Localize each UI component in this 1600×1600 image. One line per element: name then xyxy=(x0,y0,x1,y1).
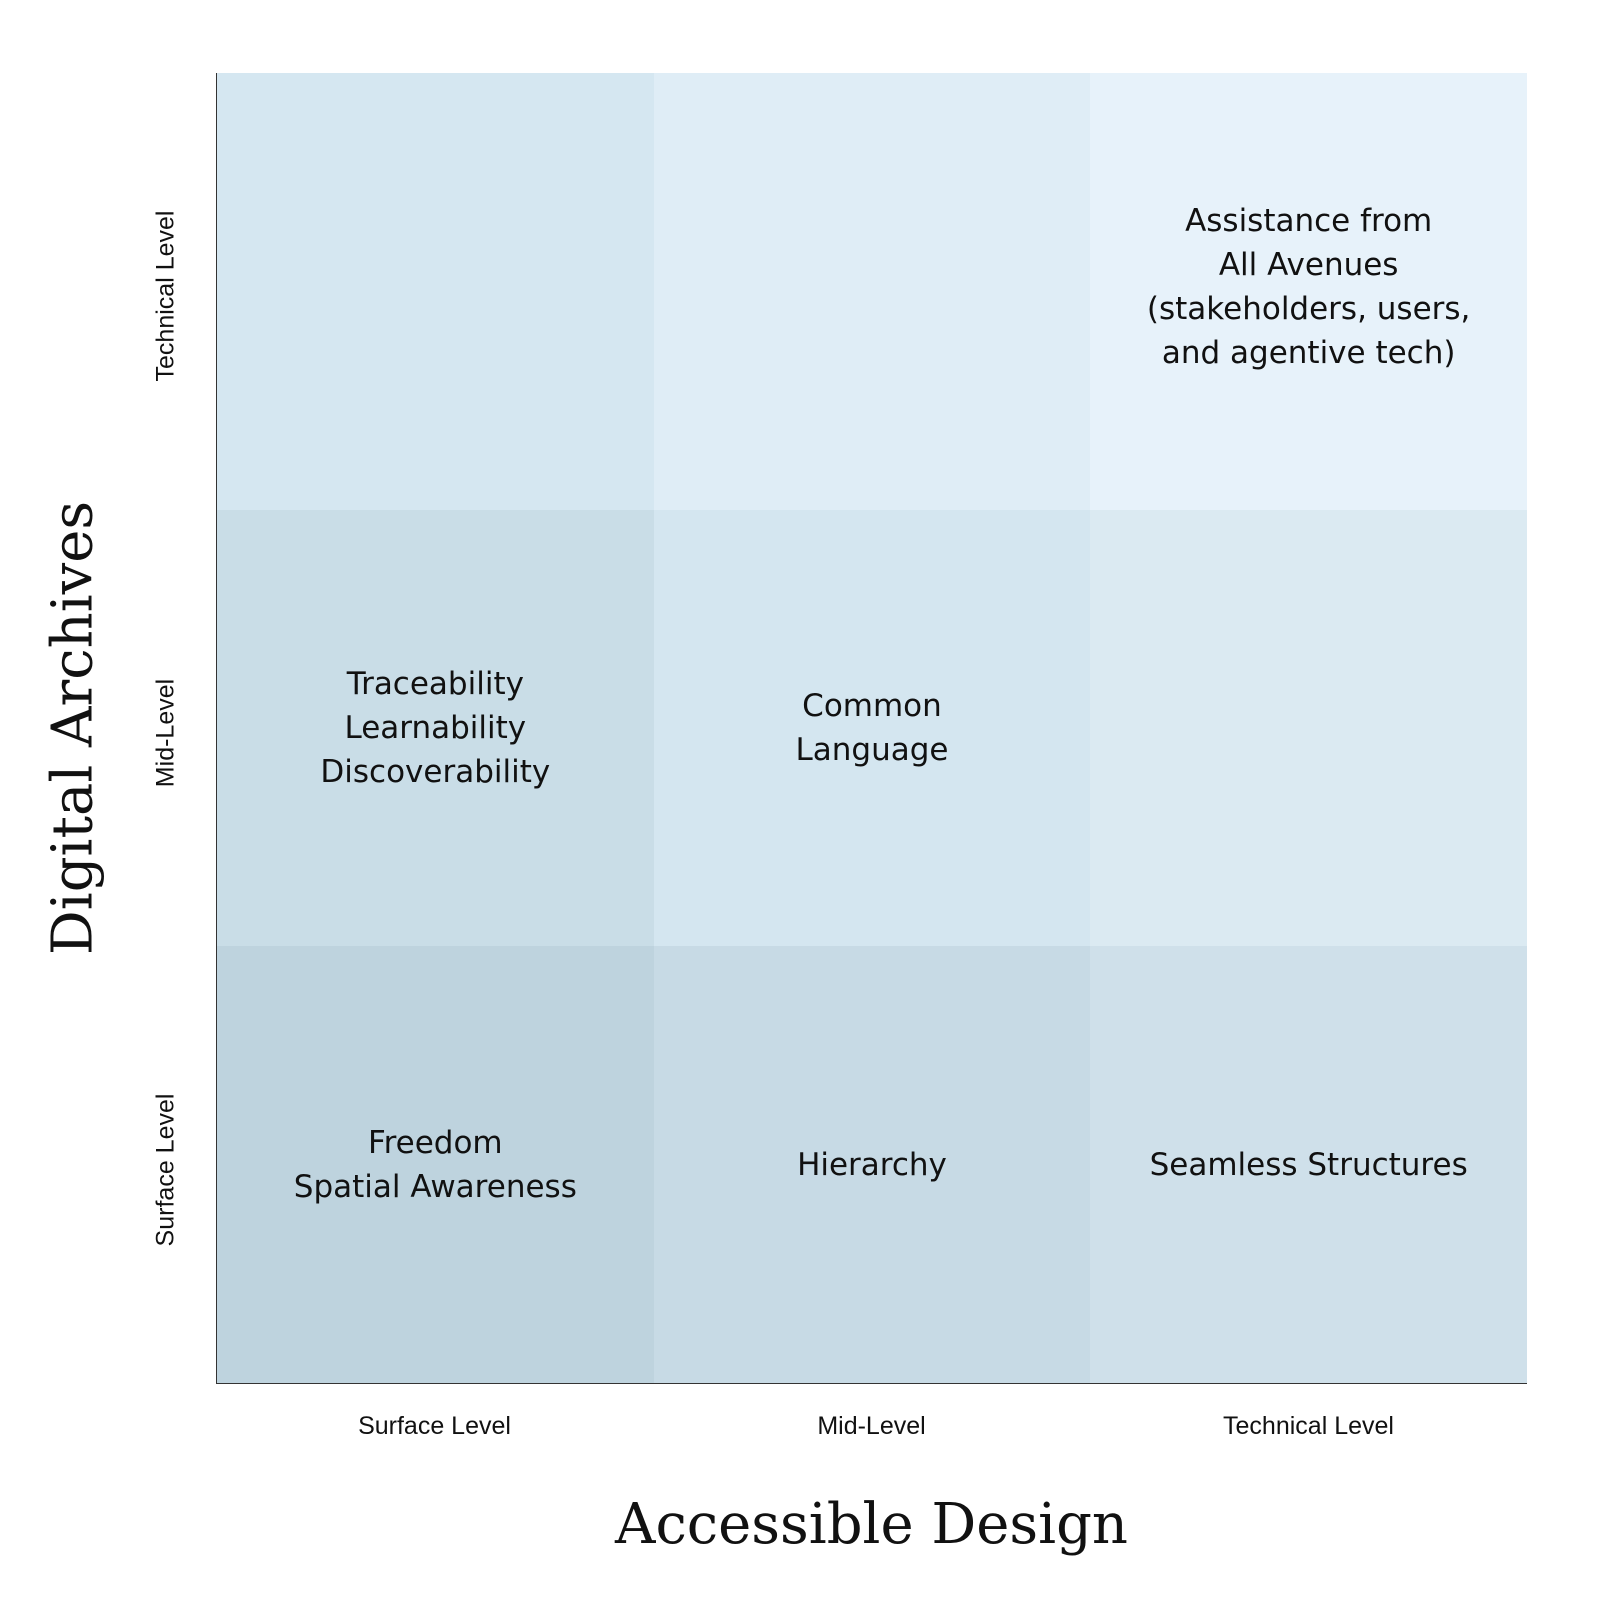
cell-surface-technical: Seamless Structures xyxy=(1090,946,1527,1383)
cell-mid-mid: Common Language xyxy=(653,509,1091,947)
cell-mid-surface: Traceability Learnability Discoverabilit… xyxy=(217,509,654,947)
cell-text: Seamless Structures xyxy=(1149,1146,1468,1183)
matrix-grid: Assistance from All Avenues (stakeholder… xyxy=(216,73,1527,1384)
x-axis-level-technical: Technical Level xyxy=(1223,1412,1394,1440)
cell-text: Common Language xyxy=(795,687,949,768)
cell-technical-surface xyxy=(217,73,654,510)
x-axis-title: Accessible Design xyxy=(615,1492,1128,1557)
cell-mid-technical xyxy=(1090,509,1527,947)
cell-text: Traceability Learnability Discoverabilit… xyxy=(320,665,551,790)
cell-surface-surface: Freedom Spatial Awareness xyxy=(217,946,654,1383)
cell-text: Assistance from All Avenues (stakeholder… xyxy=(1146,203,1471,371)
y-axis-level-label: Mid-Level xyxy=(151,678,180,788)
x-axis-level-mid: Mid-Level xyxy=(817,1412,926,1440)
y-axis-level-label: Surface Level xyxy=(151,1093,180,1247)
cell-text: Hierarchy xyxy=(797,1146,947,1183)
y-axis-level-label: Technical Level xyxy=(151,210,180,382)
cell-technical-technical: Assistance from All Avenues (stakeholder… xyxy=(1090,73,1527,510)
cell-text: Freedom Spatial Awareness xyxy=(293,1124,577,1205)
x-axis-level-surface: Surface Level xyxy=(358,1412,511,1440)
y-axis-title: Digital Archives xyxy=(40,500,106,956)
cell-technical-mid xyxy=(653,73,1091,510)
cell-surface-mid: Hierarchy xyxy=(653,946,1091,1383)
